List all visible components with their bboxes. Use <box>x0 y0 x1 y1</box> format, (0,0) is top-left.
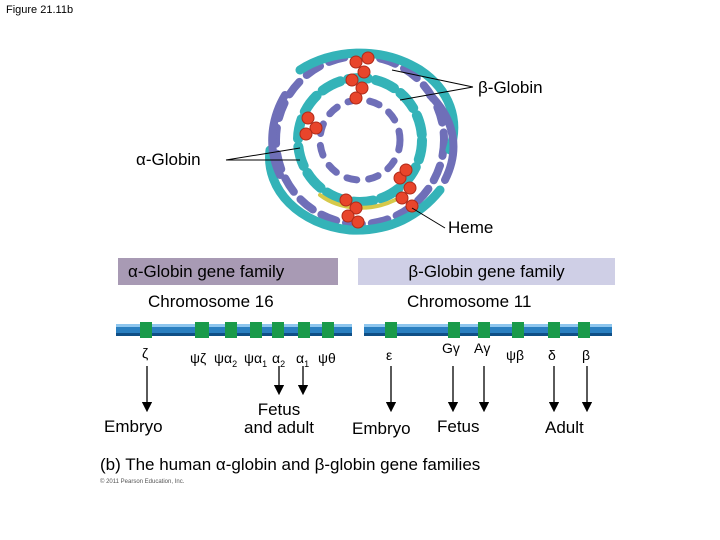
gene-a-gamma-band <box>478 322 490 338</box>
gene-psi-alpha1-band <box>250 322 262 338</box>
chromosome-16-bar <box>116 322 352 338</box>
globin-ribbons <box>265 48 459 235</box>
stage-fetus-and-adult: Fetus and adult <box>244 400 314 437</box>
gene-beta-band <box>578 322 590 338</box>
gene-psi-beta-band <box>512 322 524 338</box>
gene-label-psi-beta: ψβ <box>506 347 525 363</box>
gene-label-delta: δ <box>548 347 556 363</box>
purple-helix-arc-right <box>426 91 458 184</box>
expression-arrows <box>141 366 593 413</box>
gene-label-psi-alpha1: ψα1 <box>244 350 268 369</box>
gene-psi-theta-band <box>322 322 334 338</box>
callout-lines <box>225 69 474 229</box>
hemoglobin-illustration <box>225 48 474 235</box>
inner-helix-ring <box>316 96 404 184</box>
stage-embryo-beta: Embryo <box>352 419 411 438</box>
beta-callout-line-1 <box>391 69 474 88</box>
alpha-gene-family-banner: α-Globin gene family <box>118 258 338 285</box>
gene-delta-band <box>548 322 560 338</box>
beta-globin-callout: β-Globin <box>478 78 543 97</box>
stage-adult: Adult <box>545 418 584 437</box>
heme-group-bottom <box>339 193 365 229</box>
stage-embryo-alpha: Embryo <box>104 417 163 436</box>
figure-label: Figure 21.11b <box>6 4 74 16</box>
heme-groups <box>299 51 419 229</box>
chromosome-11-bar <box>364 322 612 338</box>
gene-zeta-band <box>140 322 152 338</box>
gene-alpha1-band <box>298 322 310 338</box>
heme-group-left <box>299 111 323 141</box>
chromosome-16-label: Chromosome 16 <box>148 292 274 311</box>
teal-helix-arc-top <box>295 48 459 155</box>
gene-psi-zeta-band <box>195 322 209 338</box>
gene-label-a-gamma: Aγ <box>474 340 491 356</box>
gene-epsilon-band <box>385 322 397 338</box>
beta-callout-line-2 <box>399 86 474 101</box>
beta-gene-family-banner: β-Globin gene family <box>358 258 615 285</box>
figure-caption: (b) The human α-globin and β-globin gene… <box>100 455 481 474</box>
gene-g-gamma-band <box>448 322 460 338</box>
gene-label-zeta: ζ <box>142 345 149 361</box>
gene-label-g-gamma: Gγ <box>442 340 460 356</box>
heme-callout: Heme <box>448 218 494 237</box>
copyright-notice: © 2011 Pearson Education, Inc. <box>100 479 185 485</box>
purple-helix-arc-left <box>268 91 289 179</box>
gene-label-psi-theta: ψθ <box>318 350 336 366</box>
alpha-callout-line-1 <box>225 147 301 161</box>
gene-label-psi-zeta: ψζ <box>190 350 207 366</box>
gene-label-alpha1: α1 <box>296 350 310 369</box>
gene-label-alpha2: α2 <box>272 350 286 369</box>
gene-psi-alpha2-band <box>225 322 237 338</box>
teal-helix-ring <box>293 73 427 207</box>
heme-group-top <box>345 51 375 105</box>
gene-label-beta: β <box>582 347 591 363</box>
heme-group-right <box>393 163 419 213</box>
alpha-globin-callout: α-Globin <box>136 150 201 169</box>
heme-callout-line <box>411 207 446 229</box>
gene-alpha2-band <box>272 322 284 338</box>
chromosome-11-label: Chromosome 11 <box>407 292 532 311</box>
chromosome-bars <box>116 322 612 338</box>
stage-fetus-beta: Fetus <box>437 417 480 436</box>
gene-label-psi-alpha2: ψα2 <box>214 350 238 369</box>
gene-label-epsilon: ε <box>386 347 393 363</box>
